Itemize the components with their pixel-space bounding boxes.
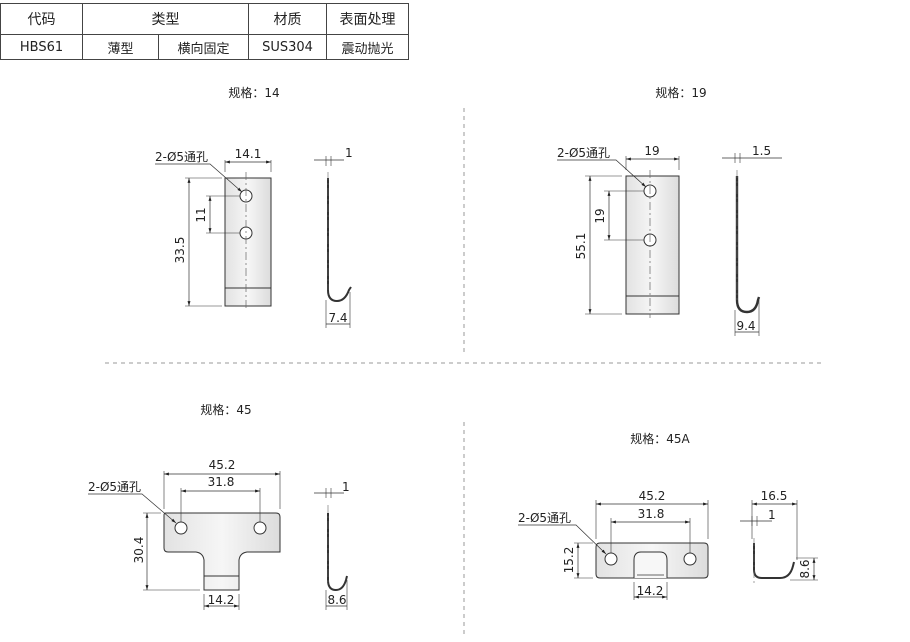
view-title: 规格：14 [228,85,279,100]
header-type: 类型 [82,3,249,35]
view-spec-14: 规格：14 14.1 2-Ø5通孔 11 33.5 1 [155,85,353,328]
dim-thickness: 1 [342,480,350,494]
table-header-row: 代码 类型 材质 表面处理 [0,3,409,35]
mounting-hole [174,521,188,535]
dim-hole-pitch: 19 [593,208,607,223]
dim-height: 55.1 [574,233,588,260]
dim-tab: 14.2 [637,584,664,598]
hole-note: 2-Ø5通孔 [155,150,208,164]
dim-height: 30.4 [132,537,146,564]
hole-note: 2-Ø5通孔 [557,146,610,160]
hole-note: 2-Ø5通孔 [88,480,141,494]
dim-depth: 16.5 [761,489,788,503]
dim-width: 45.2 [639,489,666,503]
dim-width: 45.2 [209,458,236,472]
cell-material: SUS304 [248,34,327,60]
view-title: 规格：19 [655,85,706,100]
spec-table: 代码 类型 材质 表面处理 HBS61 薄型 横向固定 SUS304 震动抛光 [0,3,409,60]
view-spec-45a: 规格：45A 45.2 31.8 2-Ø5通孔 15.2 14.2 16.5 1 [518,431,818,600]
cell-finish: 震动抛光 [326,34,409,60]
header-code: 代码 [0,3,83,35]
dim-hook: 8.6 [798,559,812,578]
header-finish: 表面处理 [326,3,409,35]
dim-height: 33.5 [173,237,187,264]
dim-thickness: 1.5 [752,144,771,158]
mounting-hole [604,552,618,566]
view-spec-19: 规格：19 19 2-Ø5通孔 19 55.1 1.5 9.4 [557,85,782,336]
dim-thickness: 1 [345,146,353,160]
dim-hook: 7.4 [328,311,347,325]
dim-width: 19 [644,144,659,158]
dim-thickness: 1 [768,508,776,522]
hole-note: 2-Ø5通孔 [518,511,571,525]
dim-hook: 9.4 [736,319,755,333]
dim-hole-pitch: 11 [194,207,208,222]
view-title: 规格：45 [200,402,251,417]
dim-height: 15.2 [562,547,576,574]
dim-hole-pitch: 31.8 [208,475,235,489]
view-title: 规格：45A [630,431,690,446]
mounting-hole [253,521,267,535]
dim-width: 14.1 [235,147,262,161]
table-row: HBS61 薄型 横向固定 SUS304 震动抛光 [0,34,409,60]
dim-tab: 14.2 [208,593,235,607]
dim-hole-pitch: 31.8 [638,507,665,521]
cell-fixing: 横向固定 [158,34,249,60]
view-spec-45: 规格：45 45.2 31.8 2-Ø5通孔 30.4 14.2 1 8.6 [88,402,350,610]
mounting-hole [683,552,697,566]
dim-hook: 8.6 [327,593,346,607]
